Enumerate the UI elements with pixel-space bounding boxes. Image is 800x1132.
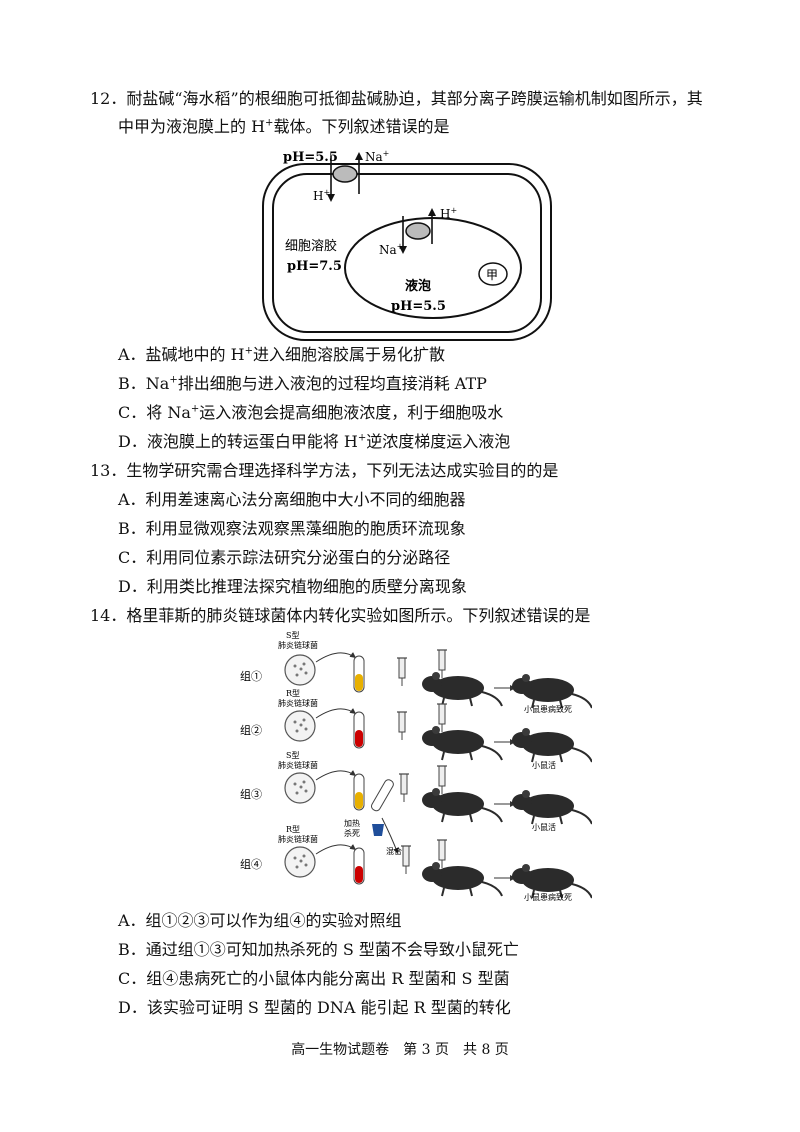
vacuole-h-label: H+ (440, 206, 457, 221)
group4-label: 组④ (240, 857, 262, 871)
cytosol-ph-label: pH=7.5 (287, 259, 342, 274)
q12-option-d: D．液泡膜上的转运蛋白甲能将 H+逆浓度梯度运入液泡 (118, 432, 511, 451)
carrier-jia (478, 262, 508, 286)
q12-stem-line2: 中甲为液泡膜上的 H+载体。下列叙述错误的是 (118, 117, 450, 136)
group1-outcome: 小鼠患病致死 (524, 704, 572, 714)
q13-number: 13． (90, 461, 127, 480)
q14-griffith-diagram: 组① S型肺炎链球菌 小鼠患病致死 组② R型肺炎链球菌 小鼠活 组③ S型肺炎… (240, 631, 592, 902)
group1-label: 组① (240, 669, 262, 683)
group4-outcome: 小鼠患病致死 (524, 892, 572, 902)
q13-option-c: C．利用同位素示踪法研究分泌蛋白的分泌路径 (118, 548, 451, 567)
q13-stem: 13．生物学研究需合理选择科学方法，下列无法达成实验目的的是 (90, 461, 559, 480)
heat-kill-label: 加热杀死 (344, 818, 360, 838)
vacuole-na-label: Na+ (379, 242, 403, 257)
q14-stem: 14．格里菲斯的肺炎链球菌体内转化实验如图所示。下列叙述错误的是 (90, 606, 591, 625)
vacuole-label: 液泡 (405, 278, 431, 294)
svg-text:甲: 甲 (486, 268, 498, 282)
q12-number: 12． (90, 89, 127, 108)
q13-option-d: D．利用类比推理法探究植物细胞的质壁分离现象 (118, 577, 467, 596)
group2-bacteria-label: R型肺炎链球菌 (278, 689, 318, 708)
group4-bacteria-label: R型肺炎链球菌 (278, 825, 318, 844)
q12-stem-line1: 12．耐盐碱“海水稻”的根细胞可抵御盐碱胁迫，其部分离子跨膜运输机制如图所示，其 (90, 89, 703, 108)
group3-label: 组③ (240, 787, 262, 801)
outer-carrier-protein (332, 165, 358, 183)
outer-na-label: Na+ (365, 149, 389, 164)
q14-option-a: A．组①②③可以作为组④的实验对照组 (118, 911, 402, 930)
q14-number: 14． (90, 606, 127, 625)
cytosol-label: 细胞溶胶 (285, 238, 337, 254)
cell-wall-outline (262, 163, 552, 341)
q13-option-b: B．利用显微观察法观察黑藻细胞的胞质环流现象 (118, 519, 466, 538)
q14-option-b: B．通过组①③可知加热杀死的 S 型菌不会导致小鼠死亡 (118, 940, 519, 959)
q12-option-b: B．Na+排出细胞与进入液泡的过程均直接消耗 ATP (118, 374, 487, 393)
q14-option-d: D．该实验可证明 S 型菌的 DNA 能引起 R 型菌的转化 (118, 998, 511, 1017)
vacuole-ph-label: pH=5.5 (391, 299, 446, 314)
group3-outcome: 小鼠活 (532, 822, 556, 832)
outer-h-label: H+ (313, 188, 330, 203)
outer-ph-label: pH=5.5 (283, 150, 338, 165)
group3-bacteria-label: S型肺炎链球菌 (278, 751, 318, 770)
cell-membrane-outline (272, 173, 542, 333)
q12-option-c: C．将 Na+运入液泡会提高细胞液浓度，利于细胞吸水 (118, 403, 504, 422)
page-footer: 高一生物试题卷 第 3 页 共 8 页 (291, 1042, 509, 1058)
group2-label: 组② (240, 723, 262, 737)
group2-outcome: 小鼠活 (532, 760, 556, 770)
mix-label: 混合 (386, 846, 402, 856)
vacuole-carrier-protein (405, 222, 431, 240)
group1-bacteria-label: S型肺炎链球菌 (278, 631, 318, 650)
q14-option-c: C．组④患病死亡的小鼠体内能分离出 R 型菌和 S 型菌 (118, 969, 510, 988)
vacuole-outline (344, 217, 522, 319)
q12-option-a: A．盐碱地中的 H+进入细胞溶胶属于易化扩散 (118, 345, 446, 364)
q12-cell-diagram: pH=5.5 Na+ H+ H+ Na+ 甲 细胞溶胶 pH=7.5 液泡 pH… (262, 149, 552, 341)
q13-option-a: A．利用差速离心法分离细胞中大小不同的细胞器 (118, 490, 466, 509)
